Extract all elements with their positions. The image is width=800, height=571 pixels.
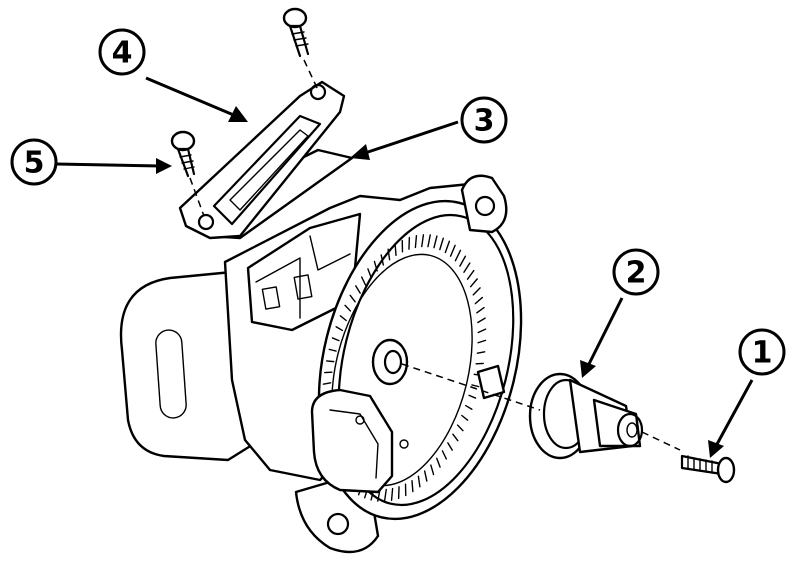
rotor-shaft [528,372,644,460]
scale-tick [454,249,462,262]
disc-hub [371,338,409,386]
callout-label-5: 5 [24,146,45,181]
flange-slot [155,329,187,419]
callout-2: 2 [580,248,660,378]
scale-tick [360,276,367,286]
scale-tick [466,269,475,280]
cover-hole-bottom [197,213,215,231]
scale-tick [452,433,459,442]
scale-tick [469,278,478,288]
callout-1: 1 [708,328,786,458]
scale-tick [328,348,337,352]
callout-label-4: 4 [112,36,133,71]
callout-3: 3 [350,96,508,160]
scale-tick [427,234,431,248]
cover-hole-top [309,83,327,101]
scale-tick [472,287,481,296]
scale-tick [477,317,486,324]
scale-tick [373,260,378,272]
cover-screw-left [170,130,196,178]
shaft-screw [680,454,736,484]
cover-plate [178,80,346,240]
left-mounting-flange [119,270,264,462]
scale-tick [387,248,391,261]
callout-label-2: 2 [626,256,647,291]
callout-4: 4 [98,28,248,122]
scale-tick [349,294,356,303]
scale-tick [463,262,471,273]
scale-tick [417,475,421,488]
scale-tick [477,328,487,334]
scale-tick [421,234,425,248]
scale-tick [331,337,340,342]
scale-tick [459,255,467,267]
callout-label-3: 3 [474,104,495,139]
scale-tick [322,382,332,385]
scale-tick [436,457,441,468]
scale-tick [456,424,464,432]
scale-tick [344,304,352,312]
callout-label-1: 1 [752,336,773,371]
side-tab [476,364,506,400]
scale-tick [394,243,397,257]
scale-tick [380,254,385,266]
scale-tick [444,240,451,254]
scale-tick [449,244,456,257]
scale-tick [430,464,435,476]
scale-tick [464,404,473,410]
scale-tick [468,394,477,399]
scale-tick [439,237,444,251]
scale-tick [476,306,485,314]
scale-tick [355,285,361,294]
scale-tick [477,339,487,344]
scale-tick [474,296,484,305]
scale-tick [441,450,448,460]
upper-mounting-ear [460,174,508,234]
scale-tick [339,315,347,322]
sensor-housing [119,174,523,554]
scale-tick [447,442,453,451]
scale-tick [411,479,414,493]
scale-tick [367,268,372,279]
scale-tick [383,488,387,502]
sensor-pod [310,388,394,494]
scale-tick [414,235,418,249]
callout-5: 5 [10,138,172,186]
scale-tick [335,326,344,332]
scale-tick [433,235,438,249]
scale-tick [390,487,394,501]
cover-screw-top [282,7,310,58]
scale-tick [326,360,335,363]
scale-tick [423,470,428,482]
scale-tick [461,414,469,421]
scale-tick [476,351,486,354]
scale-tick [471,384,480,388]
